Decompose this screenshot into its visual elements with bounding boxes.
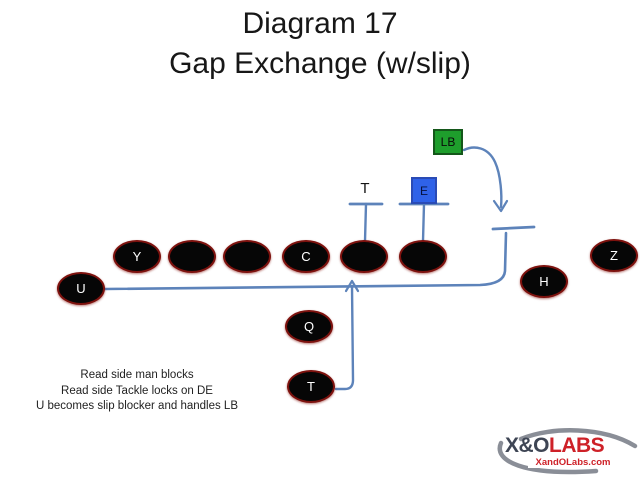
player-oval-t: T <box>287 370 335 403</box>
player-oval-blank-4 <box>399 240 447 273</box>
logo-text: X&OLABS <box>505 434 640 458</box>
note-line-2: Read side Tackle locks on DE <box>61 384 213 397</box>
player-label: Y <box>132 249 142 264</box>
player-label: U <box>76 281 86 296</box>
player-oval-c: C <box>282 240 330 273</box>
logo-labs: LABS <box>549 434 605 457</box>
logo-website: XandOLabs.com <box>528 457 618 468</box>
player-oval-y: Y <box>113 240 161 273</box>
diagram-title-block: Diagram 17 Gap Exchange (w/slip) <box>0 4 640 84</box>
defender-label-t: T <box>360 180 370 197</box>
player-oval-u: U <box>57 272 105 305</box>
logo-swoosh-bottom <box>497 440 599 475</box>
defender-box-lb: LB <box>433 129 463 155</box>
t-block-stem <box>363 202 368 243</box>
xandolabs-logo: X&OLABS XandOLabs.com <box>492 424 640 480</box>
t-motion-arrowhead <box>344 279 360 293</box>
player-oval-z: Z <box>590 239 638 272</box>
logo-swoosh <box>497 428 638 475</box>
player-label: T <box>307 379 315 394</box>
lb-arrowhead <box>492 199 509 213</box>
diagram-title: Diagram 17 <box>242 7 398 40</box>
diagram-subtitle: Gap Exchange (w/slip) <box>169 47 471 80</box>
coaching-notes: Read side man blocks Read side Tackle lo… <box>18 368 256 415</box>
player-label: C <box>301 249 311 264</box>
player-label: Z <box>610 248 618 263</box>
player-label: H <box>539 274 549 289</box>
player-oval-h: H <box>520 265 568 298</box>
lb-pursuit-arrow <box>462 146 503 209</box>
logo-swoosh-top <box>518 428 638 449</box>
player-oval-blank-3 <box>340 240 388 273</box>
player-label: Q <box>303 319 315 334</box>
e-block-stem <box>421 202 426 243</box>
note-line-1: Read side man blocks <box>80 369 194 381</box>
player-oval-blank-1 <box>168 240 216 273</box>
player-oval-blank-2 <box>223 240 271 273</box>
u-slip-path <box>103 231 508 291</box>
player-oval-q: Q <box>285 310 333 343</box>
defender-box-e: E <box>411 177 437 204</box>
logo-x-and-o: X&O <box>505 434 550 457</box>
t-motion-path <box>334 284 355 391</box>
note-line-3: U becomes slip blocker and handles LB <box>35 400 238 412</box>
u-block-bar <box>491 225 536 231</box>
